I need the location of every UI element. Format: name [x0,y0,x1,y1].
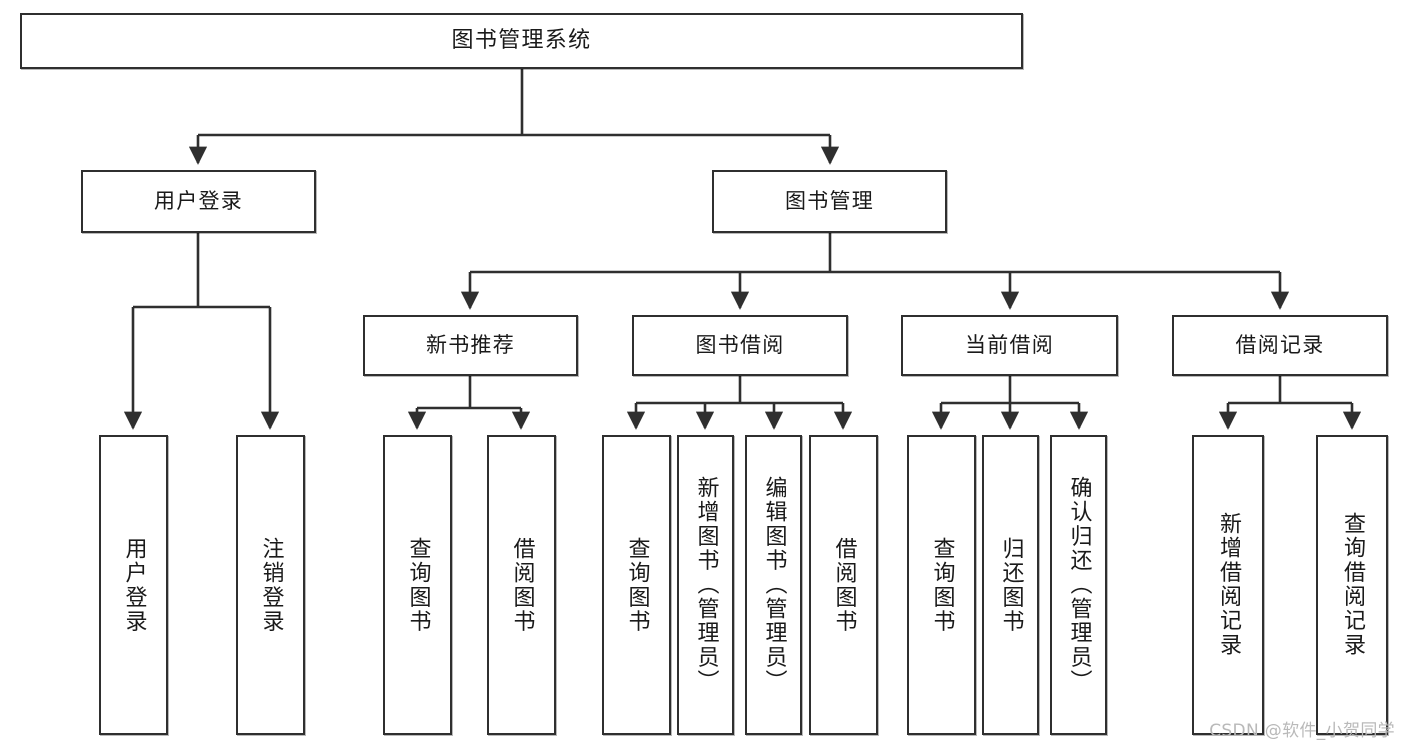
node-label: 确认归还（管理员） [1066,476,1092,694]
node-label: 新增图书（管理员） [693,476,719,694]
leaf-new-book-query-book[interactable]: 查询图书 [383,435,452,735]
node-label: 注销登录 [258,536,284,634]
leaf-user-login-signin[interactable]: 用户登录 [99,435,168,735]
node-label: 借阅图书 [831,536,857,634]
node-label: 编辑图书（管理员） [761,476,787,694]
node-label: 新书推荐 [425,333,516,358]
node-current-borrow[interactable]: 当前借阅 [901,315,1118,376]
node-label: 查询图书 [405,536,431,634]
node-label: 图书借阅 [695,333,785,358]
leaf-borrow-record-add-record[interactable]: 新增借阅记录 [1192,435,1264,735]
node-label: 用户登录 [121,536,147,634]
node-user-login[interactable]: 用户登录 [81,170,316,233]
node-label: 当前借阅 [964,333,1055,358]
leaf-current-borrow-return-book[interactable]: 归还图书 [982,435,1039,735]
node-borrow-record[interactable]: 借阅记录 [1172,315,1388,376]
node-label: 借阅图书 [509,536,535,634]
node-book-management[interactable]: 图书管理 [712,170,947,233]
leaf-book-borrow-edit-book-admin[interactable]: 编辑图书（管理员） [745,435,802,735]
node-label: 用户登录 [153,189,244,214]
leaf-user-login-signout[interactable]: 注销登录 [236,435,305,735]
watermark-text: CSDN @软件_小贺同学 [1209,721,1395,741]
node-label: 查询图书 [929,536,955,634]
node-new-book-recommend[interactable]: 新书推荐 [363,315,578,376]
leaf-book-borrow-borrow-book[interactable]: 借阅图书 [809,435,878,735]
node-label: 借阅记录 [1235,333,1325,358]
node-label: 查询图书 [624,536,650,634]
leaf-borrow-record-query-record[interactable]: 查询借阅记录 [1316,435,1388,735]
leaf-current-borrow-confirm-return-admin[interactable]: 确认归还（管理员） [1050,435,1107,735]
leaf-current-borrow-query-book[interactable]: 查询图书 [907,435,976,735]
node-label: 图书管理 [784,189,875,214]
node-label: 图书管理系统 [451,28,592,54]
leaf-book-borrow-query-book[interactable]: 查询图书 [602,435,671,735]
leaf-book-borrow-add-book-admin[interactable]: 新增图书（管理员） [677,435,734,735]
leaf-new-book-borrow-book[interactable]: 借阅图书 [487,435,556,735]
node-label: 查询借阅记录 [1339,512,1365,658]
node-root-system[interactable]: 图书管理系统 [20,13,1023,69]
node-book-borrow[interactable]: 图书借阅 [632,315,848,376]
node-label: 新增借阅记录 [1215,512,1241,658]
node-label: 归还图书 [998,536,1024,634]
